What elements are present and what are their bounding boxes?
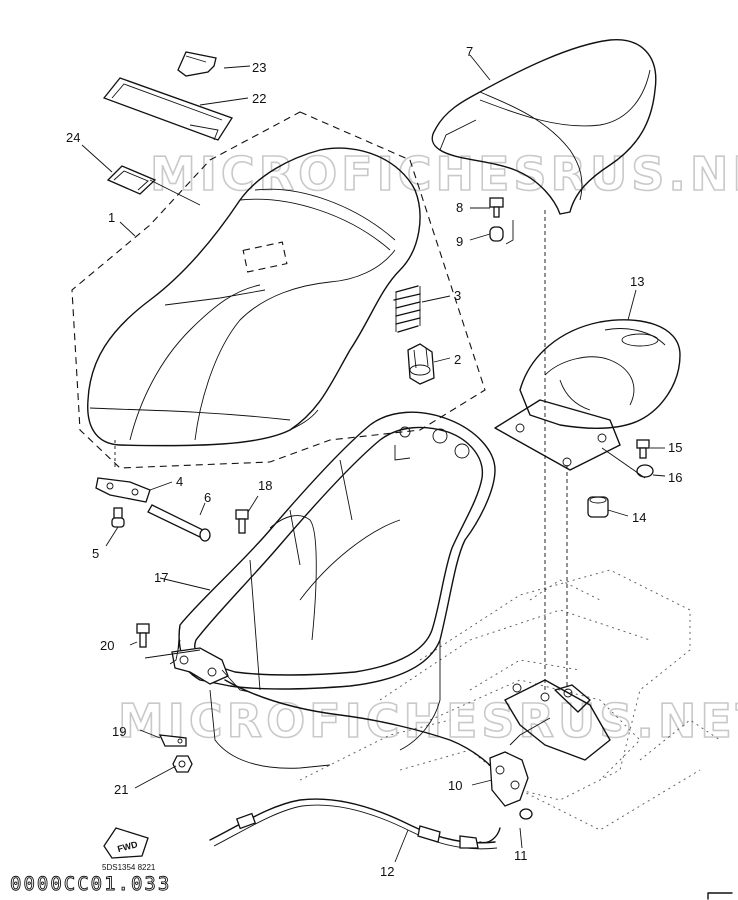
callout-5: 5 [92, 546, 99, 561]
callout-9: 9 [456, 234, 463, 249]
callout-1: 1 [108, 210, 115, 225]
corner-mark [707, 892, 733, 900]
carrier-13 [494, 319, 681, 471]
callout-12: 12 [380, 864, 394, 879]
callout-21: 21 [114, 782, 128, 797]
callout-11: 11 [514, 848, 528, 863]
callout-23: 23 [252, 60, 266, 75]
bolt-20 [136, 623, 150, 648]
callout-14: 14 [632, 510, 646, 525]
callout-24: 24 [66, 130, 80, 145]
callout-13: 13 [630, 274, 644, 289]
screw-5 [111, 507, 125, 528]
frame-outline [299, 569, 721, 831]
bolt-18 [235, 509, 249, 534]
callout-22: 22 [252, 91, 266, 106]
callout-16: 16 [668, 470, 682, 485]
lid-22 [102, 77, 233, 141]
callout-17: 17 [154, 570, 168, 585]
callout-18: 18 [258, 478, 272, 493]
clip-11 [519, 808, 533, 820]
storage-box [177, 411, 496, 769]
front-seat [87, 147, 421, 470]
figure-ref: 5DS1354 8221 [102, 863, 156, 872]
callout-10: 10 [448, 778, 462, 793]
clip-23 [177, 51, 217, 77]
spring-part [393, 285, 421, 333]
washer-16 [636, 464, 654, 478]
lever-10 [489, 717, 551, 807]
figure-code: 0000CC01.033 [10, 873, 171, 895]
callout-20: 20 [100, 638, 114, 653]
callout-labels: 1 2 3 4 5 6 7 8 9 10 11 12 13 14 15 16 1… [66, 44, 682, 879]
watermark-top: MICROFICHESRUS.NET [150, 147, 738, 201]
watermark-bottom: MICROFICHESRUS.NET [118, 694, 738, 748]
callout-15: 15 [668, 440, 682, 455]
leader-lines [81, 54, 666, 863]
cable-12 [209, 679, 511, 850]
callout-8: 8 [456, 200, 463, 215]
hinge-4 [95, 477, 151, 503]
seat-lock-part [407, 343, 435, 385]
callout-4: 4 [176, 474, 183, 489]
bolt-8 [489, 197, 504, 218]
rear-seat [431, 39, 657, 215]
damper-14 [587, 496, 609, 518]
bolt-15 [636, 439, 650, 459]
callout-6: 6 [204, 490, 211, 505]
nut-21 [172, 755, 193, 773]
callout-19: 19 [112, 724, 126, 739]
callout-3: 3 [454, 288, 461, 303]
lock-assembly [169, 639, 251, 693]
label-24 [106, 165, 157, 195]
fwd-arrow: FWD [103, 827, 149, 859]
callout-7: 7 [466, 44, 473, 59]
callout-2: 2 [454, 352, 461, 367]
washer-9 [489, 226, 504, 242]
pin-6 [147, 504, 211, 542]
bracket-19 [158, 734, 187, 747]
